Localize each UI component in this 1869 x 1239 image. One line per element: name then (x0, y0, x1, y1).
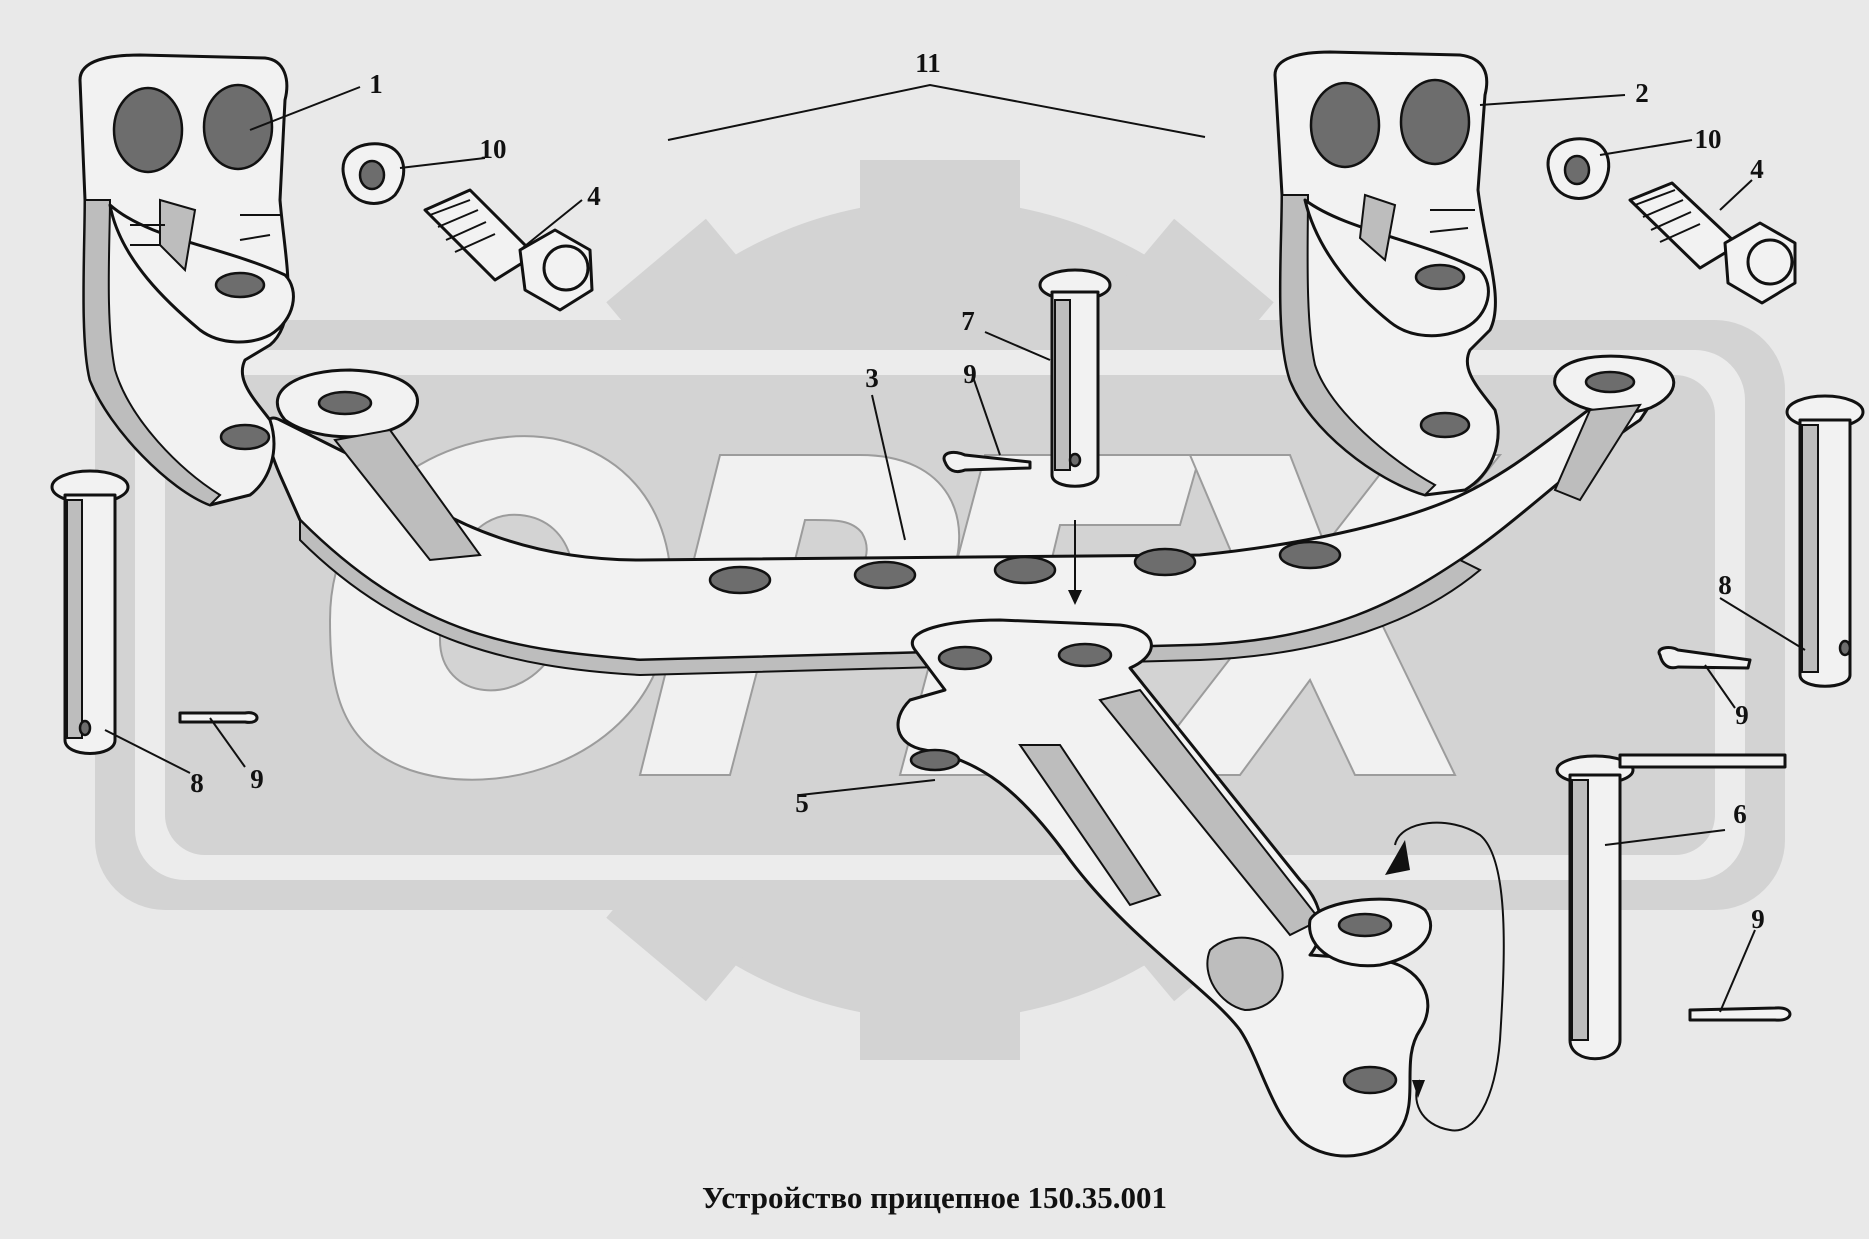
towing-bar-part-3 (265, 354, 1676, 677)
callout-6: 6 (1733, 799, 1747, 829)
callout-9-bottom: 9 (1751, 904, 1765, 934)
callout-4-left: 4 (587, 181, 601, 211)
callout-10-right: 10 (1695, 124, 1722, 154)
washer-part-10-left (341, 142, 406, 205)
callout-10-left: 10 (480, 134, 507, 164)
bolt-part-4-right (1628, 181, 1797, 305)
callout-5: 5 (795, 788, 809, 818)
leader-lines (104, 83, 1806, 1013)
callout-2: 2 (1635, 78, 1649, 108)
pin-part-7 (1038, 268, 1112, 605)
callout-8-right: 8 (1718, 570, 1732, 600)
bracket-part-1 (78, 53, 295, 507)
callout-9-center: 9 (963, 359, 977, 389)
callout-numbers: 11 1 2 3 4 4 5 6 7 8 8 9 9 9 9 10 10 (190, 48, 1765, 934)
callout-9-right: 9 (1735, 700, 1749, 730)
callout-11: 11 (915, 48, 941, 78)
pin-part-8-right (1785, 394, 1865, 688)
callout-1: 1 (369, 69, 383, 99)
bracket-part-2 (1273, 50, 1500, 497)
callout-8-left: 8 (190, 768, 204, 798)
pin-part-8-left (50, 469, 130, 755)
callout-3: 3 (865, 363, 879, 393)
callout-9-left: 9 (250, 764, 264, 794)
drawbar-part-5 (896, 618, 1505, 1158)
diagram-caption: Устройство прицепное 150.35.001 (702, 1180, 1167, 1215)
cotter-pin-part-9 (178, 450, 1792, 1022)
callout-4-right: 4 (1750, 154, 1764, 184)
bolt-part-4-left (423, 188, 594, 312)
washer-part-10-right (1546, 137, 1611, 200)
pin-part-6 (1555, 753, 1787, 1061)
callout-7: 7 (961, 306, 975, 336)
